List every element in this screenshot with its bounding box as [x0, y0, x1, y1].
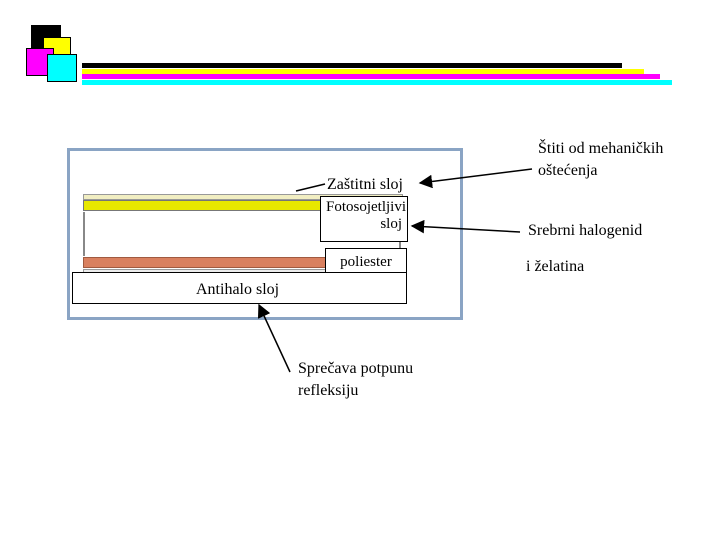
protective-layer-label: Zaštitni sloj — [327, 176, 403, 193]
arrow-antihalation-to-text — [257, 303, 291, 373]
silver-halide-text: Srebrni halogenid — [528, 222, 643, 239]
antihalation-label-box: Antihalo sloj — [72, 272, 407, 304]
polyester-label: poliester — [340, 254, 392, 270]
leader-protective-layer — [295, 183, 326, 192]
prevents-reflection-text: Sprečava potpunu refleksiju — [298, 360, 414, 399]
protects-mechanical-damage-text: Štiti od mehaničkih oštećenja — [538, 140, 664, 179]
header-line-black — [82, 63, 622, 68]
header-line-yellow — [82, 69, 644, 74]
header-line-magenta — [82, 74, 660, 79]
photosensitive-layer-label-box: Fotosojetljivi sloj — [320, 196, 408, 242]
header-line-cyan — [82, 80, 672, 85]
arrow-protective-to-text — [418, 168, 533, 189]
polyester-label-box: poliester — [325, 248, 407, 276]
base-layer — [83, 212, 85, 256]
antihalation-label: Antihalo sloj — [196, 281, 280, 298]
photosensitive-layer-label: Fotosojetljivi sloj — [326, 199, 407, 232]
arrow-photosensitive-to-text — [410, 219, 521, 234]
corner-square-cyan — [47, 54, 77, 82]
gelatin-text: i želatina — [526, 258, 585, 275]
